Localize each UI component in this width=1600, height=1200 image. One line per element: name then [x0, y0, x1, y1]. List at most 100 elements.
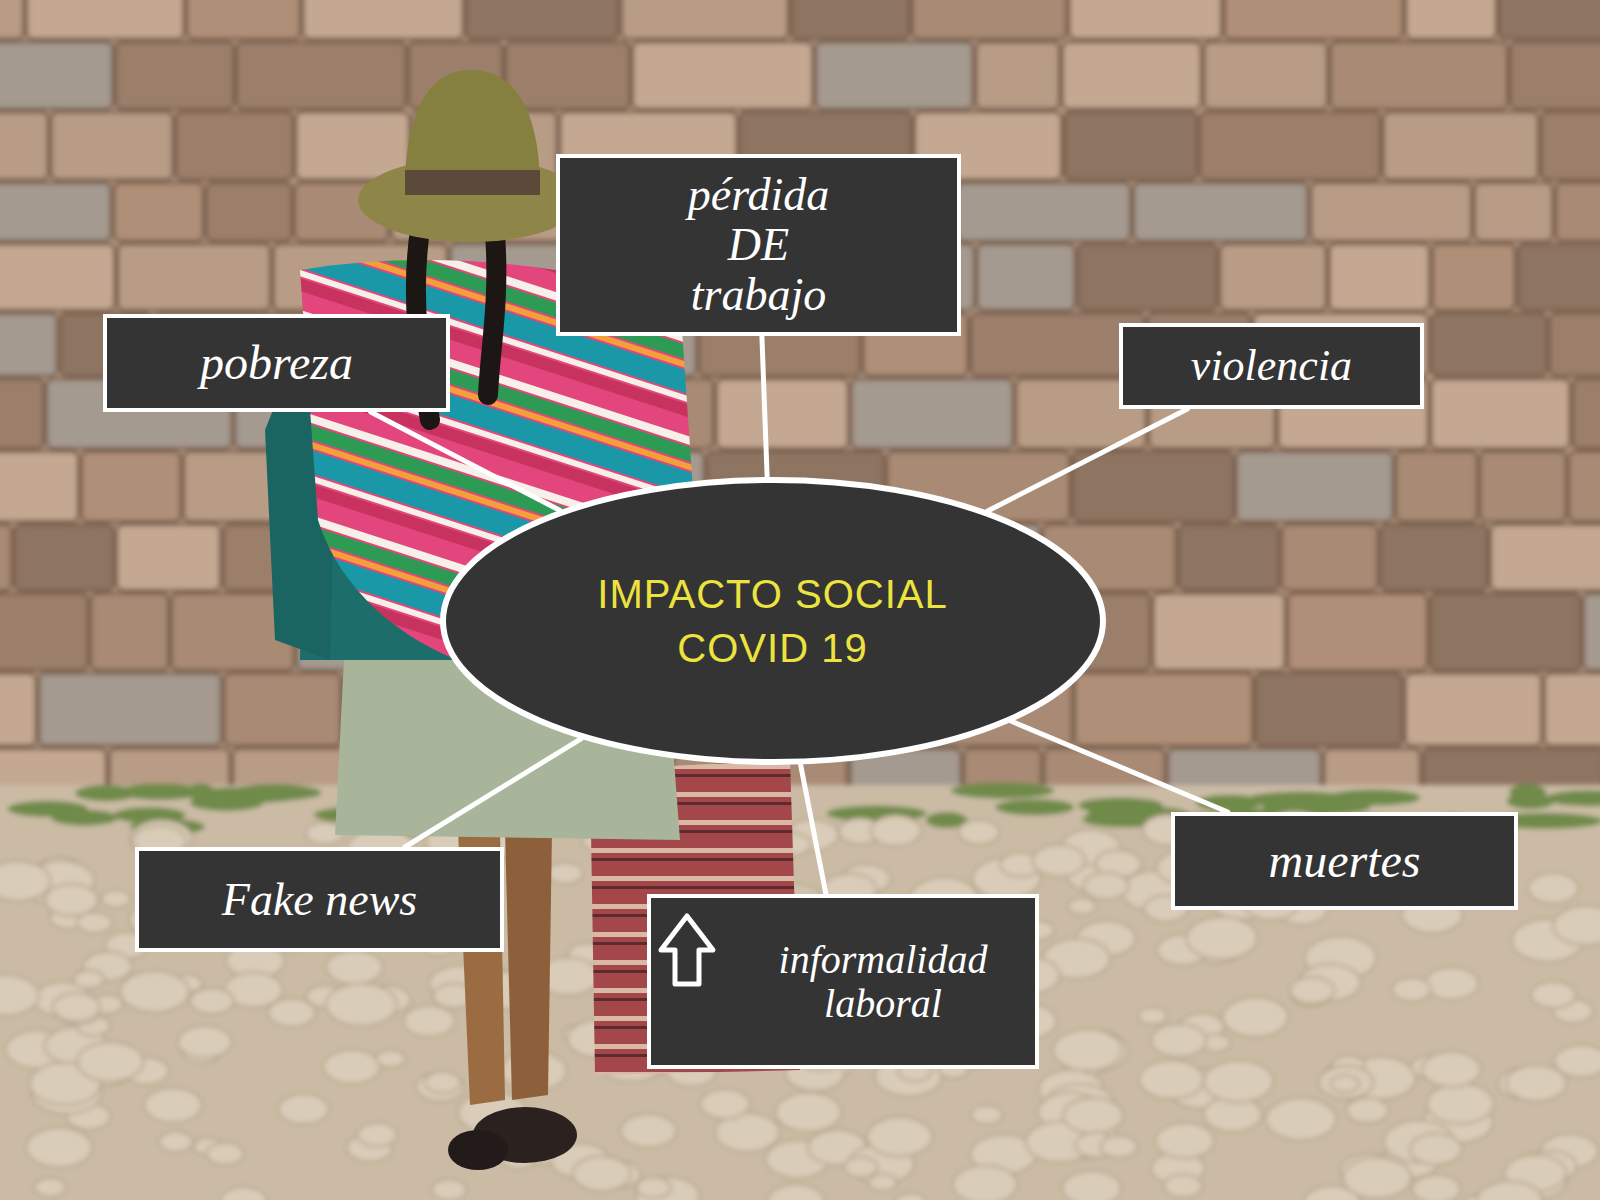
- cobblestone: [636, 1177, 671, 1198]
- wall-stone: [1583, 593, 1600, 670]
- cobblestone: [206, 1142, 244, 1165]
- wall-stone: [1405, 673, 1541, 746]
- cobblestone: [958, 820, 999, 845]
- cobblestone: [1138, 1007, 1167, 1024]
- cobblestone: [178, 1026, 232, 1058]
- cobblestone: [74, 970, 105, 988]
- wall-stone: [0, 112, 48, 180]
- ground-base: [0, 785, 1600, 1200]
- cobblestone: [326, 983, 397, 1026]
- cobblestone: [700, 1089, 750, 1119]
- grass-patch: [186, 784, 216, 800]
- wall-stone: [1179, 524, 1279, 590]
- wall-stone: [237, 42, 406, 109]
- wall-stone: [1069, 0, 1221, 39]
- cobblestone: [871, 816, 922, 846]
- cobblestone: [635, 1177, 699, 1200]
- cobblestone: [1062, 1171, 1121, 1200]
- impact-label: pobreza: [200, 337, 353, 389]
- cobblestone: [278, 1094, 329, 1124]
- wall-stone: [716, 379, 848, 448]
- wall-stone: [303, 0, 463, 39]
- text-group: pérdida DE trabajo: [688, 170, 829, 319]
- grass-patch: [951, 783, 1054, 799]
- braid: [488, 235, 496, 395]
- wall-stone: [1499, 0, 1600, 39]
- wall-stone: [0, 183, 111, 241]
- cobblestone: [1053, 1029, 1122, 1071]
- leg: [505, 830, 552, 1100]
- hat-brim: [358, 158, 582, 242]
- wall-stone: [1430, 593, 1580, 670]
- cobblestone: [775, 1092, 841, 1132]
- grass-patch: [75, 785, 137, 801]
- cobblestone: [895, 1193, 926, 1200]
- cobblestone: [0, 861, 51, 901]
- grass-patch: [1507, 793, 1555, 809]
- wall-stone: [117, 524, 221, 590]
- cobblestone: [120, 971, 189, 1013]
- wall-stone: [1288, 593, 1427, 670]
- wall-stone: [1073, 451, 1234, 521]
- cobblestone: [844, 1157, 878, 1177]
- connector-line: [988, 409, 1188, 511]
- impact-box: muertes: [1171, 812, 1518, 910]
- wall-stone: [1062, 42, 1201, 109]
- wall-stone: [977, 244, 1075, 310]
- cobblestone: [1425, 967, 1479, 999]
- wall-stone: [1204, 42, 1327, 109]
- ellipse-outline: [440, 477, 1106, 765]
- cobblestone: [425, 1072, 461, 1094]
- wall-stone: [1491, 524, 1600, 590]
- up-arrow: [661, 916, 713, 984]
- connector-line: [801, 764, 826, 894]
- shoe: [448, 1130, 508, 1170]
- wall-stone: [176, 112, 293, 180]
- central-title: IMPACTO SOCIAL COVID 19: [573, 567, 973, 675]
- wall-stone: [1075, 673, 1253, 746]
- cobblestone: [867, 1117, 933, 1156]
- cobblestone: [432, 1179, 467, 1200]
- grass-patch: [7, 801, 87, 817]
- wall-stone: [1573, 379, 1600, 448]
- cobblestone: [548, 863, 584, 884]
- cobblestone: [1155, 1123, 1214, 1158]
- cobblestone: [1068, 898, 1096, 915]
- cobblestone: [1343, 1157, 1411, 1198]
- wall-stone: [114, 183, 203, 241]
- grass-patch: [995, 799, 1074, 815]
- wall-stone: [1078, 244, 1217, 310]
- cobblestone: [1331, 1075, 1360, 1092]
- wall-stone: [0, 313, 57, 376]
- wall-stone: [296, 112, 410, 180]
- impact-label: Fake news: [222, 875, 417, 925]
- cobblestone: [868, 1174, 896, 1191]
- wall-stone: [1518, 244, 1600, 310]
- cobblestone: [159, 1132, 193, 1153]
- cobblestone: [77, 1042, 143, 1082]
- wall-stone: [1431, 379, 1570, 448]
- wall-stone: [39, 673, 221, 746]
- cobblestone: [1427, 1083, 1494, 1123]
- wall-stone: [0, 244, 115, 310]
- cobblestone: [144, 1088, 202, 1123]
- wall-stone: [1330, 42, 1507, 109]
- wall-stone: [0, 524, 11, 590]
- impact-label: pérdida DE trabajo: [688, 170, 829, 319]
- cobblestone: [1204, 1060, 1274, 1102]
- cobblestone: [1290, 977, 1334, 1004]
- cobblestone: [0, 975, 39, 1016]
- central-ellipse: IMPACTO SOCIAL COVID 19: [440, 477, 1106, 765]
- cobblestone: [1392, 978, 1431, 1001]
- wall-stone: [0, 42, 113, 109]
- wall-stone: [0, 673, 36, 746]
- wall-stone: [0, 593, 88, 670]
- wall-stone: [1432, 244, 1515, 310]
- wall-stone: [118, 244, 271, 310]
- impact-label: muertes: [1269, 835, 1421, 887]
- cobblestone: [1554, 1045, 1600, 1077]
- hat-band: [405, 170, 540, 195]
- wall-stone: [1541, 112, 1600, 180]
- wall-stone: [1133, 183, 1307, 241]
